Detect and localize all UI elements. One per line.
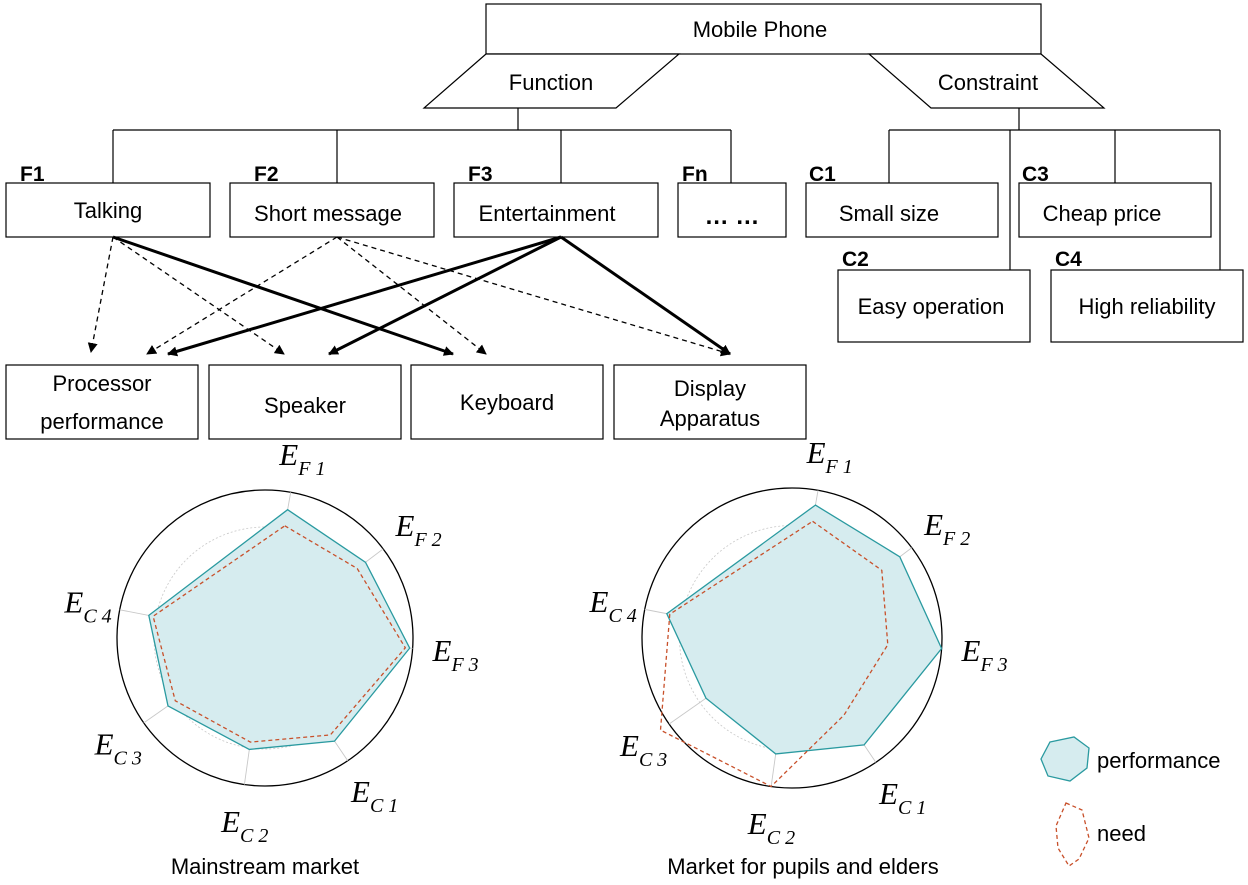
radar-performance-polygon <box>148 508 411 751</box>
solid-arrow-entertainment-speaker <box>328 235 562 356</box>
legend-performance-label: performance <box>1097 748 1221 773</box>
constraint-tree-connectors <box>888 108 1221 270</box>
radar-axis-label: EC 2 <box>220 804 268 847</box>
radar-axis-label-sub: C 2 <box>240 825 268 847</box>
radar-axis-label-sub: C 3 <box>114 748 142 770</box>
constraint-branch-label: Constraint <box>938 70 1038 95</box>
root-label: Mobile Phone <box>693 17 828 42</box>
constraint-label-c4: High reliability <box>1079 294 1216 319</box>
function-node-f3: F3 Entertainment <box>453 163 659 238</box>
dashed-arrow-message-keyboard <box>336 236 487 355</box>
component-display-line2: Apparatus <box>660 406 760 431</box>
function-branch: Function <box>422 53 681 109</box>
radar-axis-label: EC 1 <box>878 776 926 819</box>
radar-axis-label-sub: F 3 <box>979 654 1007 676</box>
radar-chart-mainstream: EF 1 EF 2 EF 3 EC 1 EC 2 EC 3 EC 4 <box>63 437 478 847</box>
constraint-label-c1: Small size <box>839 201 939 226</box>
function-label-fn: … … <box>705 203 760 230</box>
function-node-f2: F2 Short message <box>229 163 435 238</box>
constraint-id-c4: C4 <box>1055 248 1082 271</box>
constraint-id-c3: C3 <box>1022 163 1049 186</box>
constraint-branch: Constraint <box>867 53 1106 109</box>
radar-chart-pupils-elders: EF 1 EF 2 EF 3 EC 1 EC 2 EC 3 EC 4 <box>589 435 1008 849</box>
radar-axis-label: EC 1 <box>350 774 398 817</box>
component-keyboard: Keyboard <box>410 364 604 440</box>
solid-arrow-entertainment-display <box>560 235 731 356</box>
constraint-id-c1: C1 <box>809 163 836 186</box>
function-label-f3: Entertainment <box>479 201 616 226</box>
radar-axis-label: EF 3 <box>432 633 479 676</box>
radar-axis-label-sub: F 3 <box>450 654 478 676</box>
function-node-fn: Fn … … <box>677 163 787 238</box>
caption-pupils-elders-market: Market for pupils and elders <box>667 854 938 879</box>
legend-performance-swatch <box>1040 736 1090 782</box>
solid-arrow-talking-keyboard <box>112 235 454 356</box>
legend: performance need <box>1040 736 1221 867</box>
radar-axis-label-sub: C 1 <box>898 797 926 819</box>
radar-axis-label: EC 4 <box>589 584 637 627</box>
root-node: Mobile Phone <box>485 3 1042 55</box>
component-display-line1: Display <box>674 376 746 401</box>
radar-axis-label: EF 3 <box>961 633 1008 676</box>
radar-need-polygon <box>152 525 407 743</box>
radar-performance-polygon <box>665 504 943 755</box>
function-label-f1: Talking <box>74 198 142 223</box>
legend-need-label: need <box>1097 821 1146 846</box>
function-id-fn: Fn <box>682 163 708 186</box>
radar-axis-label: EF 1 <box>278 437 325 480</box>
component-display: Display Apparatus <box>613 364 807 440</box>
function-tree-connectors <box>112 108 732 183</box>
constraint-id-c2: C2 <box>842 248 869 271</box>
component-speaker-label: Speaker <box>264 393 346 418</box>
function-branch-label: Function <box>509 70 593 95</box>
radar-axis-label-sub: F 1 <box>825 456 853 478</box>
dashed-arrow-talking-speaker <box>112 236 285 355</box>
component-speaker: Speaker <box>208 364 402 440</box>
radar-axis-label: EF 2 <box>395 508 442 551</box>
function-id-f2: F2 <box>254 163 279 186</box>
radar-axis-label: EF 1 <box>806 435 853 478</box>
radar-axis-label-sub: F 2 <box>942 528 970 550</box>
radar-axis-label: EC 4 <box>63 585 111 628</box>
component-processor: Processor performance <box>5 364 199 440</box>
component-processor-line1: Processor <box>52 371 151 396</box>
function-label-f2: Short message <box>254 201 402 226</box>
dashed-arrows <box>87 236 731 357</box>
constraint-node-c1: C1 Small size <box>805 163 999 238</box>
radar-axis-label: EC 3 <box>94 727 142 770</box>
solid-arrows <box>112 235 731 357</box>
solid-arrow-entertainment-processor <box>167 235 562 357</box>
component-processor-line2: performance <box>40 409 164 434</box>
constraint-label-c2: Easy operation <box>858 294 1005 319</box>
function-id-f1: F1 <box>20 163 45 186</box>
radar-axis-label-sub: C 2 <box>767 827 795 849</box>
function-id-f3: F3 <box>468 163 493 186</box>
radar-axis-label-sub: C 4 <box>608 605 636 627</box>
radar-axis-label-sub: C 3 <box>639 749 667 771</box>
radar-axis-label-sub: F 2 <box>413 529 441 551</box>
component-keyboard-label: Keyboard <box>460 390 554 415</box>
caption-mainstream-market: Mainstream market <box>171 854 359 879</box>
constraint-label-c3: Cheap price <box>1043 201 1162 226</box>
dashed-arrow-talking-processor <box>87 236 114 353</box>
dashed-arrow-message-display <box>336 236 731 357</box>
legend-need-swatch <box>1055 802 1090 867</box>
constraint-node-c3: C3 Cheap price <box>1018 163 1212 238</box>
radar-axis-label-sub: C 1 <box>370 795 398 817</box>
constraint-node-c2: C2 Easy operation <box>837 248 1031 343</box>
radar-axis-label: EC 3 <box>619 728 667 771</box>
radar-axis-label-sub: F 1 <box>297 458 325 480</box>
dashed-arrow-message-processor <box>146 236 338 355</box>
radar-axis-label: EF 2 <box>923 507 970 550</box>
function-node-f1: F1 Talking <box>5 163 211 238</box>
radar-axis-label: EC 2 <box>747 806 795 849</box>
radar-axis-label-sub: C 4 <box>83 606 111 628</box>
constraint-node-c4: C4 High reliability <box>1050 248 1244 343</box>
